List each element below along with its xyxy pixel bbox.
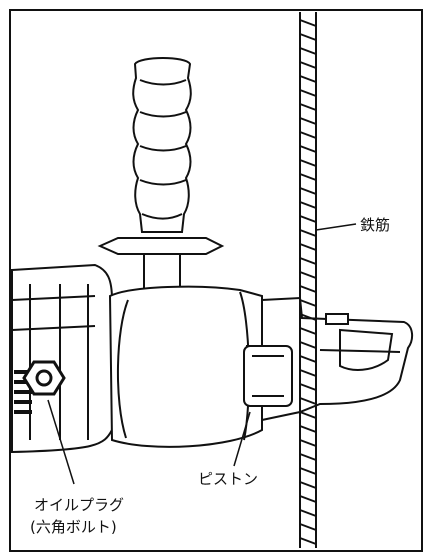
rebar-rib [299,327,317,335]
rebar-rib [299,355,317,363]
rebar-rib [299,411,317,419]
rebar-rib [299,313,317,321]
leader-lines [47,223,357,485]
rebar-rib [299,75,317,83]
rebar-rib [299,369,317,377]
rebar-rib [299,467,317,475]
oil-plug-bolt [22,360,66,396]
rebar-rib [299,481,317,489]
rebar-rib [299,523,317,531]
rebar-rib [299,131,317,139]
rebar-rib [299,509,317,517]
handle-guard [97,237,225,293]
rebar-rib [299,117,317,125]
rebar-rib [299,159,317,167]
rebar-leader [315,223,357,231]
rebar-rib [299,257,317,265]
cylinder-body [108,285,263,448]
grip-handle [132,57,192,233]
rebar-rib [299,425,317,433]
rebar-rib [299,215,317,223]
rebar-rib [299,341,317,349]
rebar-rib [299,285,317,293]
vent-slots [14,370,32,414]
rebar-rib [299,439,317,447]
piston-leader [233,411,251,467]
oil-plug-leader [47,399,75,485]
rebar-rib [299,187,317,195]
rebar-rib [299,453,317,461]
rebar-rib [299,89,317,97]
rebar-rib [299,19,317,27]
rebar-rib [299,495,317,503]
rebar-rib [299,229,317,237]
rebar-rib [299,47,317,55]
rebar-rib [299,145,317,153]
piston-block [243,345,293,407]
rebar-rib [299,299,317,307]
rebar-rib [299,173,317,181]
rebar-rib [299,61,317,69]
motor-housing [11,263,113,454]
oil-plug-label: オイルプラグ [34,496,124,514]
rebar-rib [299,537,317,545]
rebar-rib [299,201,317,209]
oil-plug-sublabel: (六角ボルト) [30,518,117,536]
figure-frame [9,9,423,552]
rebar-rib [299,383,317,391]
piston-label: ピストン [198,470,258,488]
rebar-rib [299,103,317,111]
rebar [299,12,317,548]
rebar-label: 鉄筋 [360,216,390,234]
rebar-rib [299,271,317,279]
rebar-ribs [299,19,317,545]
rebar-rib [299,397,317,405]
rebar-rib [299,243,317,251]
rebar-rib [299,33,317,41]
